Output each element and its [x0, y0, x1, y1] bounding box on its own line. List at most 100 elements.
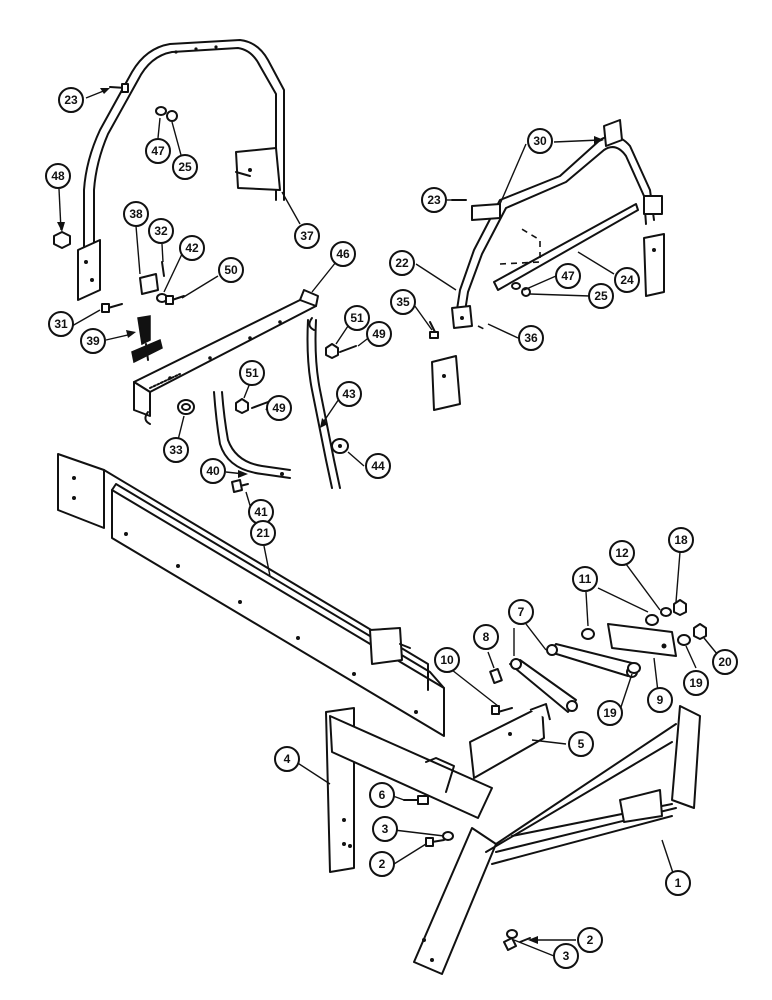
callout-49-left: 49 — [266, 395, 292, 421]
callout-44: 44 — [365, 453, 391, 479]
washer-11-left — [581, 628, 595, 640]
part-37-left-guard-hoop — [77, 39, 285, 301]
nut-25-left — [166, 110, 178, 122]
callout-46: 46 — [330, 241, 356, 267]
callout-label: 37 — [300, 229, 314, 243]
callout-label: 46 — [336, 247, 350, 261]
callout-label: 24 — [620, 273, 634, 287]
part-43-lever-rod — [306, 319, 341, 489]
callout-7: 7 — [508, 599, 534, 625]
washer-19-lower — [627, 662, 641, 674]
callout-18: 18 — [668, 527, 694, 553]
bolt-31 — [101, 303, 123, 313]
callout-label: 39 — [86, 334, 100, 348]
callout-label: 23 — [427, 193, 441, 207]
callout-label: 48 — [51, 169, 65, 183]
callout-label: 7 — [518, 605, 525, 619]
callout-51-left: 51 — [239, 360, 265, 386]
callout-label: 19 — [689, 676, 703, 690]
callout-label: 10 — [440, 653, 454, 667]
callout-50: 50 — [218, 257, 244, 283]
callout-5: 5 — [568, 731, 594, 757]
callout-label: 23 — [64, 93, 78, 107]
callout-8: 8 — [473, 624, 499, 650]
callout-label: 2 — [379, 857, 386, 871]
callout-31: 31 — [48, 311, 74, 337]
callout-label: 41 — [254, 505, 268, 519]
callout-label: 4 — [284, 752, 291, 766]
part-5-plate — [469, 703, 551, 779]
part-9-bracket — [607, 623, 677, 657]
knob-44 — [331, 438, 349, 454]
callout-label: 11 — [579, 572, 592, 586]
callout-2-left: 2 — [369, 851, 395, 877]
callout-35: 35 — [390, 289, 416, 315]
callout-label: 25 — [594, 289, 608, 303]
callout-33: 33 — [163, 437, 189, 463]
callout-label: 3 — [382, 822, 389, 836]
callout-label: 43 — [342, 387, 356, 401]
callout-20: 20 — [712, 649, 738, 675]
part-7-link-left — [509, 658, 578, 713]
callout-25-right: 25 — [588, 283, 614, 309]
callout-label: 49 — [372, 327, 386, 341]
part-46-mounting-bracket — [133, 289, 319, 425]
bolt-2-right — [503, 937, 531, 951]
washer-12 — [660, 607, 672, 617]
part-40-lever — [213, 391, 291, 479]
bolt-50 — [165, 295, 185, 305]
callout-1: 1 — [665, 870, 691, 896]
bolt-23-left — [109, 83, 129, 93]
callout-51-right: 51 — [344, 305, 370, 331]
callout-label: 20 — [718, 655, 732, 669]
callout-2-right: 2 — [577, 927, 603, 953]
callout-11: 11 — [572, 566, 598, 592]
callout-label: 3 — [563, 949, 570, 963]
part-21-crossbar — [57, 453, 445, 737]
part-38-bracket — [139, 273, 159, 295]
callout-41: 41 — [248, 499, 274, 525]
callout-label: 35 — [396, 295, 410, 309]
callout-25-left: 25 — [172, 154, 198, 180]
bolt-35 — [429, 321, 439, 339]
callout-label: 25 — [178, 160, 192, 174]
callout-label: 50 — [224, 263, 238, 277]
part-39-handle — [131, 315, 163, 364]
callout-label: 5 — [578, 737, 585, 751]
callout-label: 42 — [185, 241, 199, 255]
leader-lines — [57, 88, 723, 957]
callout-38: 38 — [123, 201, 149, 227]
part-24-strip — [493, 203, 639, 291]
callout-22: 22 — [389, 250, 415, 276]
washer-3-left — [442, 831, 454, 841]
washer-47-right — [511, 282, 521, 290]
callout-40: 40 — [200, 458, 226, 484]
callout-label: 51 — [245, 366, 259, 380]
screw-32 — [161, 261, 165, 277]
callout-19-upper: 19 — [683, 670, 709, 696]
bolt-6 — [403, 795, 429, 805]
callout-12: 12 — [609, 540, 635, 566]
callout-47-left: 47 — [145, 138, 171, 164]
hidden-line-36 — [477, 227, 541, 331]
callout-label: 33 — [169, 443, 183, 457]
callout-4: 4 — [274, 746, 300, 772]
nut-18 — [673, 599, 687, 616]
washer-11-right — [645, 614, 659, 626]
callout-label: 51 — [350, 311, 364, 325]
callout-10: 10 — [434, 647, 460, 673]
callout-label: 32 — [154, 224, 168, 238]
part-30-tab — [471, 119, 623, 221]
bolt-2-left — [425, 837, 445, 847]
callout-label: 18 — [674, 533, 688, 547]
callout-32: 32 — [148, 218, 174, 244]
callout-37: 37 — [294, 223, 320, 249]
bolt-49-left — [251, 401, 269, 409]
nut-20 — [693, 623, 707, 640]
bushing-33 — [177, 399, 195, 415]
callout-21: 21 — [250, 520, 276, 546]
callout-48: 48 — [45, 163, 71, 189]
nut-51-right — [325, 343, 339, 359]
callout-label: 2 — [587, 933, 594, 947]
callout-label: 22 — [395, 256, 409, 270]
